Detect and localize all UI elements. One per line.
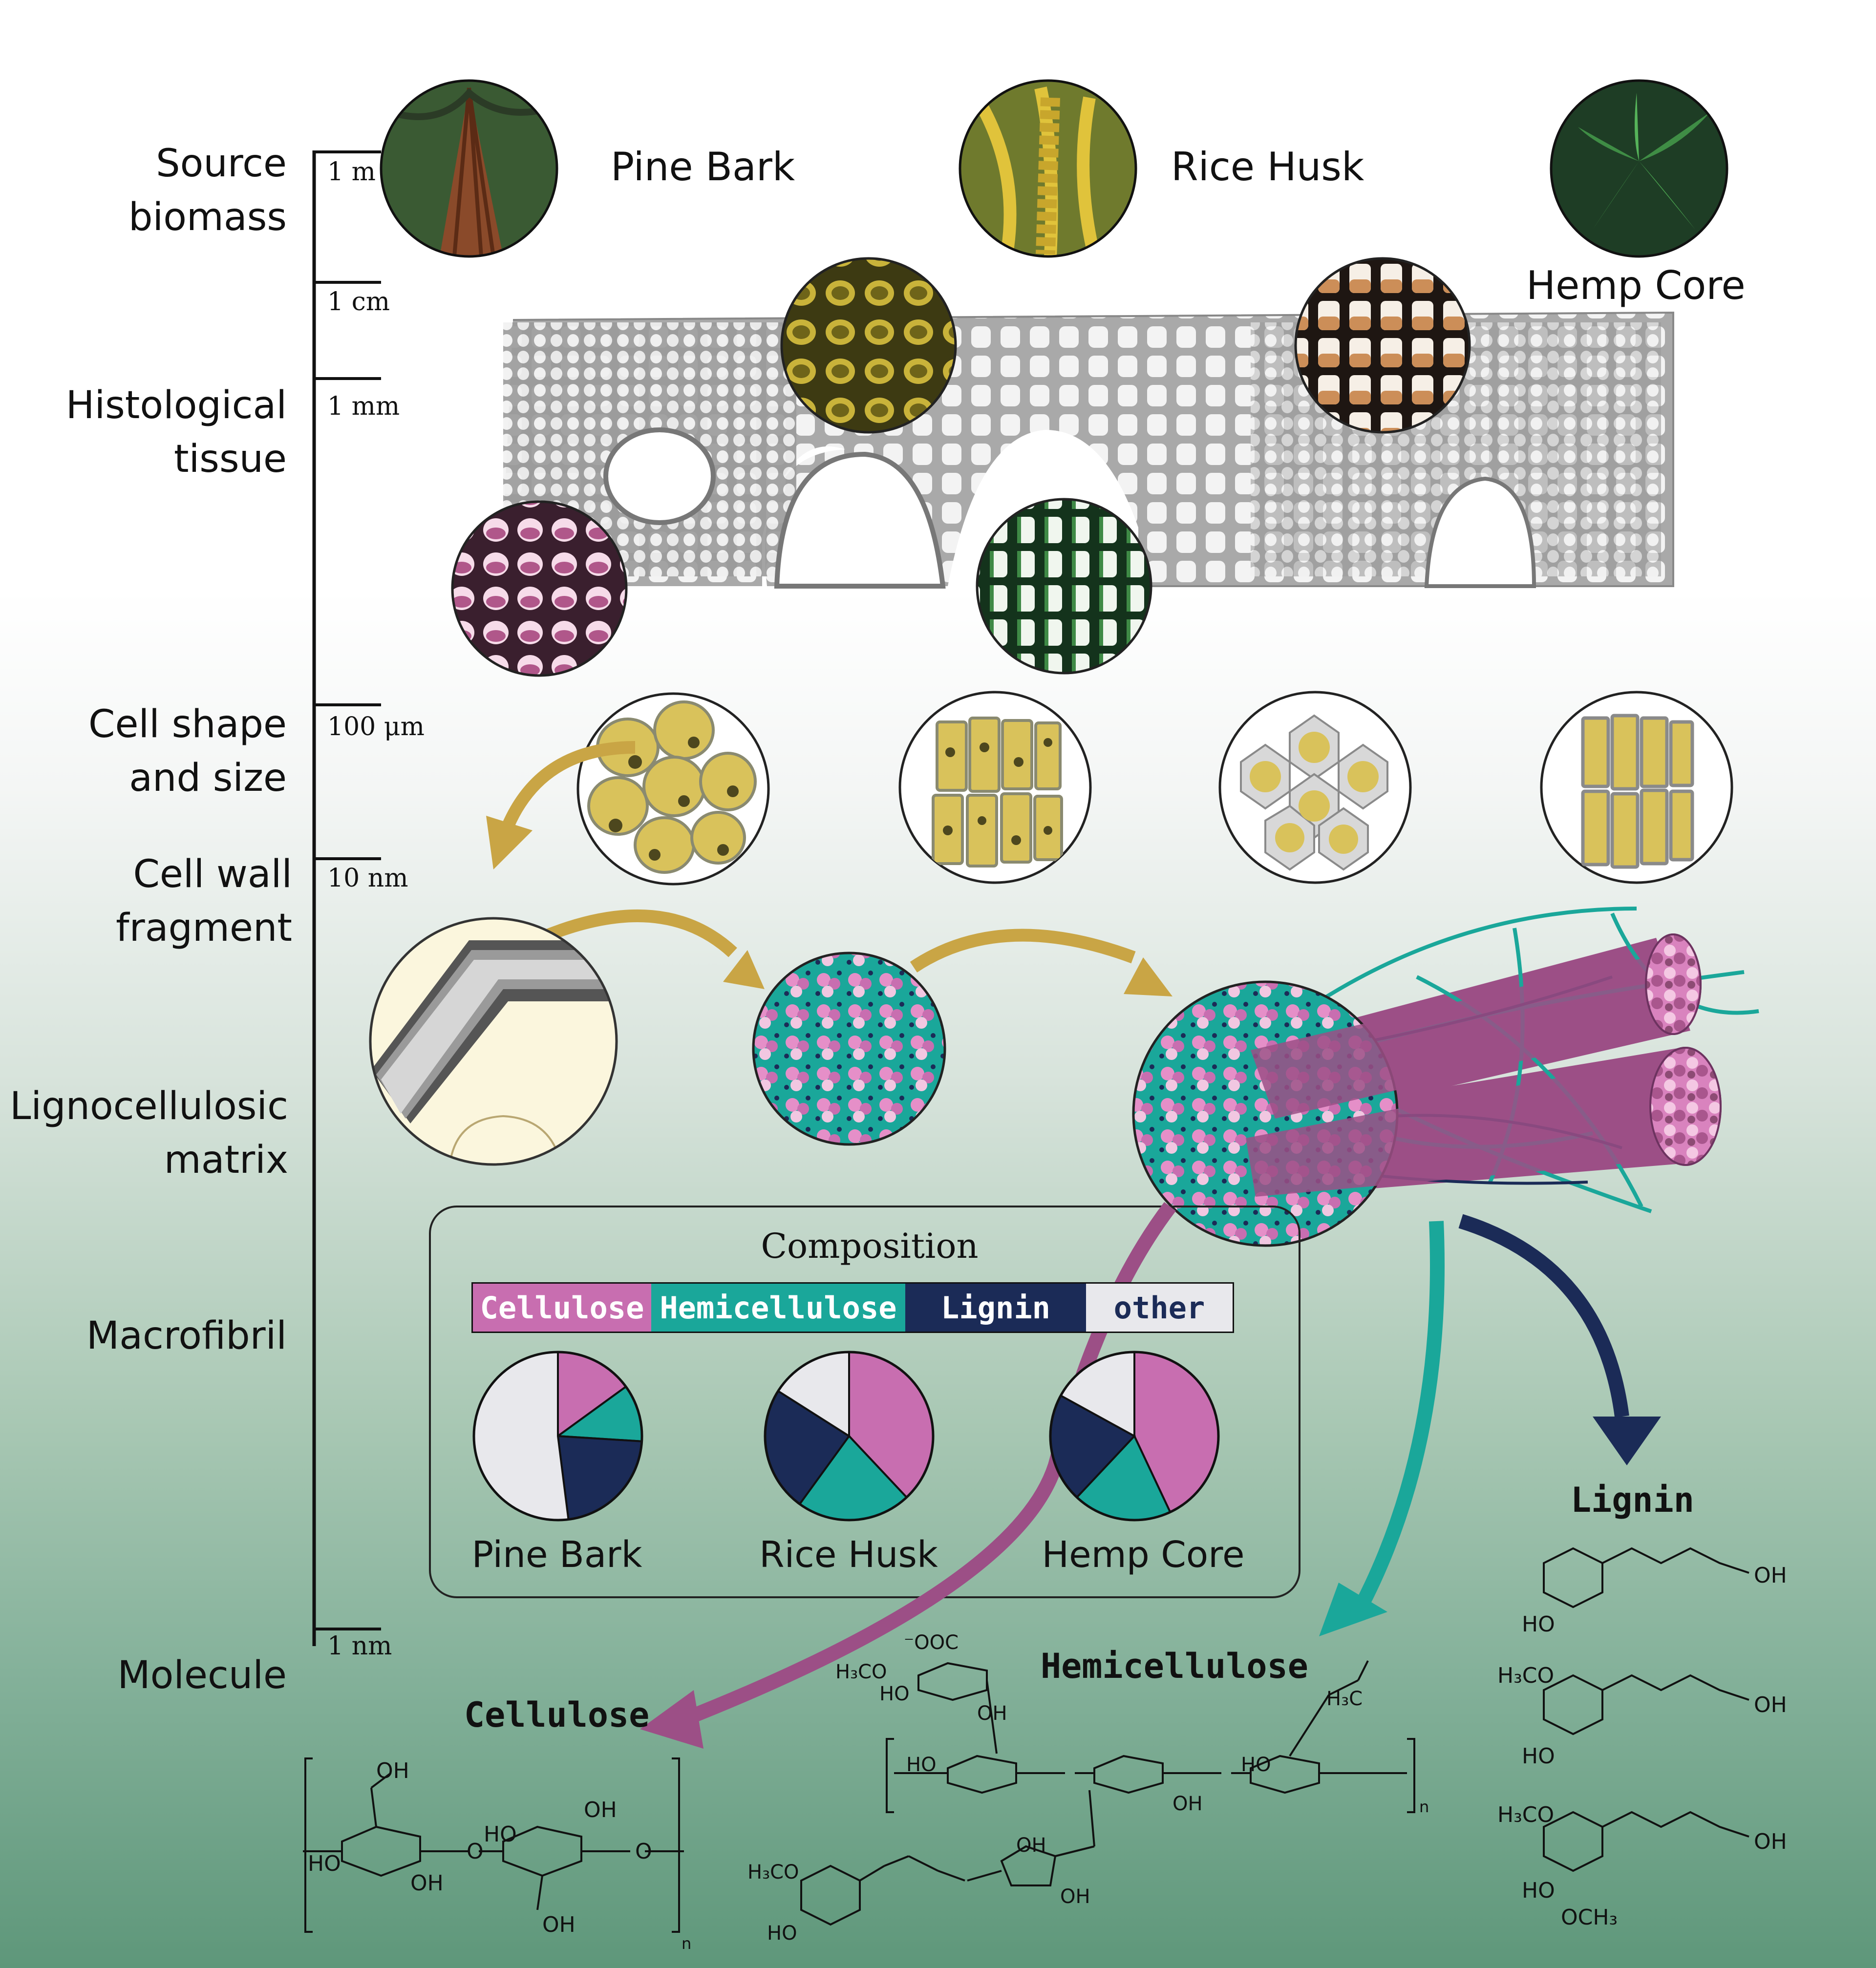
legend-other: other <box>1086 1284 1233 1332</box>
chem-hemi-h3co-1: H₃CO <box>835 1661 887 1683</box>
level-cell-line1: Cell shape <box>88 702 287 746</box>
level-ligno-line1: Lignocellulosic <box>9 1084 288 1128</box>
level-cell-wall: Cell wall fragment <box>19 847 292 955</box>
composition-legend: Cellulose Hemicellulose Lignin other <box>471 1282 1234 1333</box>
level-histo-line1: Histological <box>65 383 287 427</box>
histology-zoom-hemp-brown <box>1294 257 1471 434</box>
hemp-core-photo <box>1551 81 1727 256</box>
cell-shape-pine <box>576 692 770 886</box>
chem-hemi-oh-1: OH <box>977 1702 1007 1725</box>
level-source-line2: biomass <box>128 195 287 239</box>
level-histo-line2: tissue <box>174 437 287 481</box>
chem-hemi-ho-3: HO <box>1241 1754 1271 1776</box>
chem-lignin2-oh: OH <box>1754 1693 1787 1717</box>
cell-wall-fragment <box>369 917 618 1166</box>
rice-husk-photo <box>960 81 1136 256</box>
chem-hemi-oh-4: OH <box>1060 1885 1090 1908</box>
level-histological-tissue: Histological tissue <box>13 379 287 486</box>
level-cell-shape: Cell shape and size <box>13 698 287 805</box>
cell-shape-rice <box>898 691 1092 884</box>
chem-lignin3-oh: OH <box>1754 1829 1787 1854</box>
source-label-pine-bark: Pine Bark <box>611 144 795 190</box>
chem-hemi-ho-4: HO <box>767 1922 797 1945</box>
histology-zoom-rice <box>780 257 957 434</box>
chem-cellulose-o-end: O <box>635 1839 652 1864</box>
cellulose-structure <box>303 1757 684 1933</box>
chem-lignin1-ho: HO <box>1522 1612 1555 1637</box>
chem-hemi-h3c: H₃C <box>1326 1688 1363 1710</box>
legend-cellulose: Cellulose <box>473 1284 651 1332</box>
chem-cellulose-ho-2: HO <box>484 1822 517 1847</box>
chem-cellulose-oh-top: OH <box>376 1758 409 1783</box>
tick-1m: 1 m <box>327 157 376 187</box>
chem-cellulose-oh-1: OH <box>410 1871 444 1896</box>
chem-cellulose-ho-left: HO <box>308 1851 341 1876</box>
chem-hemi-ho-1: HO <box>879 1683 910 1705</box>
level-source-biomass: Source biomass <box>13 137 287 244</box>
molecule-title-cellulose: Cellulose <box>464 1695 650 1735</box>
chem-hemi-oh-3: OH <box>1016 1834 1046 1857</box>
chem-hemi-h3co-2: H₃CO <box>747 1861 799 1883</box>
histology-zoom-hemp-green <box>976 498 1152 675</box>
cell-shape-hemp-round <box>1218 691 1412 884</box>
tick-10nm: 10 nm <box>327 864 408 893</box>
level-molecule: Molecule <box>117 1653 287 1697</box>
molecule-title-hemicellulose: Hemicellulose <box>1041 1646 1308 1686</box>
chem-lignin2-ho: HO <box>1522 1744 1555 1769</box>
gold-arrows <box>486 741 1172 996</box>
tick-1nm: 1 nm <box>327 1631 392 1661</box>
chem-hemi-ho-2: HO <box>906 1754 937 1776</box>
composition-title: Composition <box>761 1226 979 1266</box>
chem-lignin2-h3co: H₃CO <box>1497 1663 1555 1688</box>
pie-label-hemp-core: Hemp Core <box>1042 1534 1245 1576</box>
rice-husk-photo-frame <box>959 79 1137 258</box>
macrofibril-illustration <box>1132 907 1759 1247</box>
pie-label-rice-husk: Rice Husk <box>759 1534 938 1576</box>
lignin-monomers <box>1543 1547 1749 1872</box>
composition-box <box>429 1206 1300 1598</box>
chem-lignin3-h3co: H₃CO <box>1497 1802 1555 1827</box>
chem-lignin1-oh: OH <box>1754 1563 1787 1588</box>
source-label-hemp-core: Hemp Core <box>1526 263 1746 308</box>
tick-100um: 100 μm <box>327 712 425 741</box>
pie-label-pine-bark: Pine Bark <box>471 1534 642 1576</box>
pine-bark-photo-frame <box>380 79 558 258</box>
pine-bark-photo <box>381 81 557 256</box>
molecule-title-lignin: Lignin <box>1571 1480 1694 1520</box>
level-ligno-line2: matrix <box>164 1138 288 1182</box>
chem-cellulose-n: n <box>682 1934 692 1953</box>
level-macrofibril: Macrofibril <box>86 1314 287 1358</box>
chem-cellulose-oh-2: OH <box>584 1798 617 1822</box>
level-wall-line1: Cell wall <box>133 852 292 896</box>
hemicellulose-structure <box>800 1660 1415 1926</box>
histology-zoom-pine <box>451 500 628 677</box>
source-label-rice-husk: Rice Husk <box>1171 144 1364 190</box>
tick-1mm: 1 mm <box>327 392 400 421</box>
level-cell-line2: and size <box>129 756 287 800</box>
chem-hemi-ooc: ⁻OOC <box>904 1631 959 1654</box>
chem-lignin3-och3: OCH₃ <box>1561 1905 1618 1930</box>
level-source-line1: Source <box>156 142 287 186</box>
level-lignocellulosic: Lignocellulosic matrix <box>0 1079 288 1187</box>
cell-shape-hemp-elongated <box>1540 691 1733 884</box>
chem-hemi-n: n <box>1419 1798 1429 1816</box>
level-wall-line2: fragment <box>116 906 292 950</box>
tick-1cm: 1 cm <box>327 287 390 317</box>
chem-hemi-oh-2: OH <box>1172 1793 1203 1815</box>
chem-cellulose-oh-3: OH <box>542 1912 576 1937</box>
hemp-core-photo-frame <box>1550 79 1728 258</box>
legend-hemicellulose: Hemicellulose <box>651 1284 905 1332</box>
lignocellulosic-matrix-circle <box>752 952 946 1146</box>
chem-lignin3-ho: HO <box>1522 1878 1555 1903</box>
chem-cellulose-o: O <box>467 1839 484 1864</box>
legend-lignin: Lignin <box>905 1284 1086 1332</box>
